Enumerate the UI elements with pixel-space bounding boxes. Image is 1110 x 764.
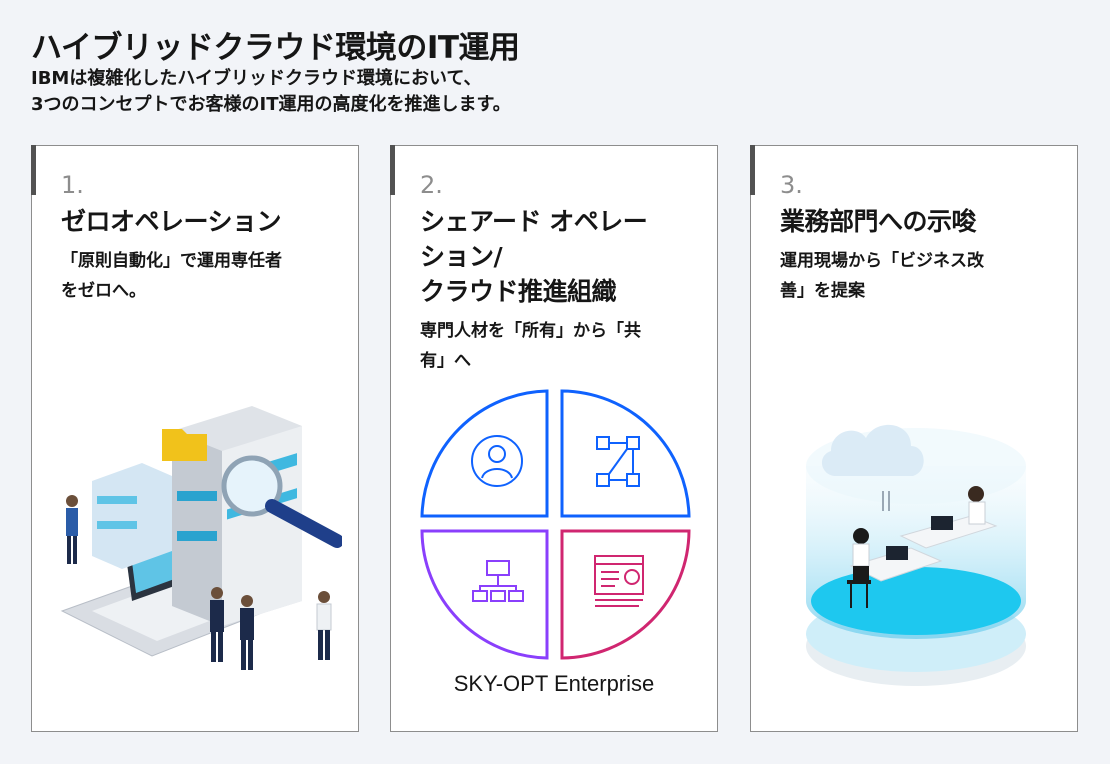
- card-desc-line: 善」を提案: [780, 281, 865, 301]
- server-operations-illustration: [60, 406, 342, 670]
- card-number: 2.: [420, 171, 443, 199]
- card-title-line: クラウド推進組織: [420, 277, 617, 306]
- card-description: 運用現場から「ビジネス改 善」を提案: [780, 246, 1060, 306]
- card-title: ゼロオペレーション: [61, 204, 341, 239]
- card-description: 「原則自動化」で運用専任者 をゼロへ。: [61, 246, 341, 306]
- page-title: ハイブリッドクラウド環境のIT運用: [31, 30, 520, 66]
- dashboard-window-icon: [594, 555, 644, 607]
- card-description: 専門人材を「所有」から「共 有」へ: [420, 316, 700, 376]
- card-desc-line: 専門人材を「所有」から「共: [420, 321, 641, 341]
- quadrant-bottom-right: [560, 529, 691, 660]
- network-nodes-icon: [596, 436, 640, 487]
- concept-card-business-insight: 3. 業務部門への示唆 運用現場から「ビジネス改 善」を提案: [750, 145, 1078, 732]
- card-title-line: ゼロオペレーション: [61, 207, 282, 236]
- product-label: SKY-OPT Enterprise: [453, 671, 655, 696]
- subtitle-line: IBMは複雑化したハイブリッドクラウド環境において、: [31, 68, 482, 89]
- subtitle-line: 3つのコンセプトでお客様のIT運用の高度化を推進します。: [31, 94, 511, 115]
- page-subtitle: IBMは複雑化したハイブリッドクラウド環境において、 3つのコンセプトでお客様の…: [31, 66, 511, 118]
- cloud-icon: [821, 424, 924, 476]
- quadrant-top-right: [560, 389, 691, 518]
- hierarchy-icon: [472, 560, 524, 602]
- card-title: シェアード オペレー ション/ クラウド推進組織: [420, 204, 700, 309]
- card-desc-line: 運用現場から「ビジネス改: [780, 251, 984, 271]
- quadrant-top-left: [420, 389, 549, 518]
- card-number: 1.: [61, 171, 84, 199]
- card-desc-line: 「原則自動化」で運用専任者: [61, 251, 282, 271]
- cloud-office-illustration: [806, 424, 1026, 686]
- concept-card-shared-operation: 2. シェアード オペレー ション/ クラウド推進組織 専門人材を「所有」から「…: [390, 145, 718, 732]
- card-desc-line: 有」へ: [420, 351, 471, 371]
- concept-card-zero-operation: 1. ゼロオペレーション 「原則自動化」で運用専任者 をゼロへ。: [31, 145, 359, 732]
- card-title-line: シェアード オペレー: [420, 207, 648, 236]
- user-icon: [471, 435, 523, 487]
- card-title-line: ション/: [420, 242, 503, 271]
- card-desc-line: をゼロへ。: [61, 281, 146, 301]
- quadrant-diagram: [420, 389, 691, 660]
- card-title-line: 業務部門への示唆: [780, 207, 977, 236]
- quadrant-bottom-left: [420, 529, 549, 660]
- card-title: 業務部門への示唆: [780, 204, 1060, 239]
- card-number: 3.: [780, 171, 803, 199]
